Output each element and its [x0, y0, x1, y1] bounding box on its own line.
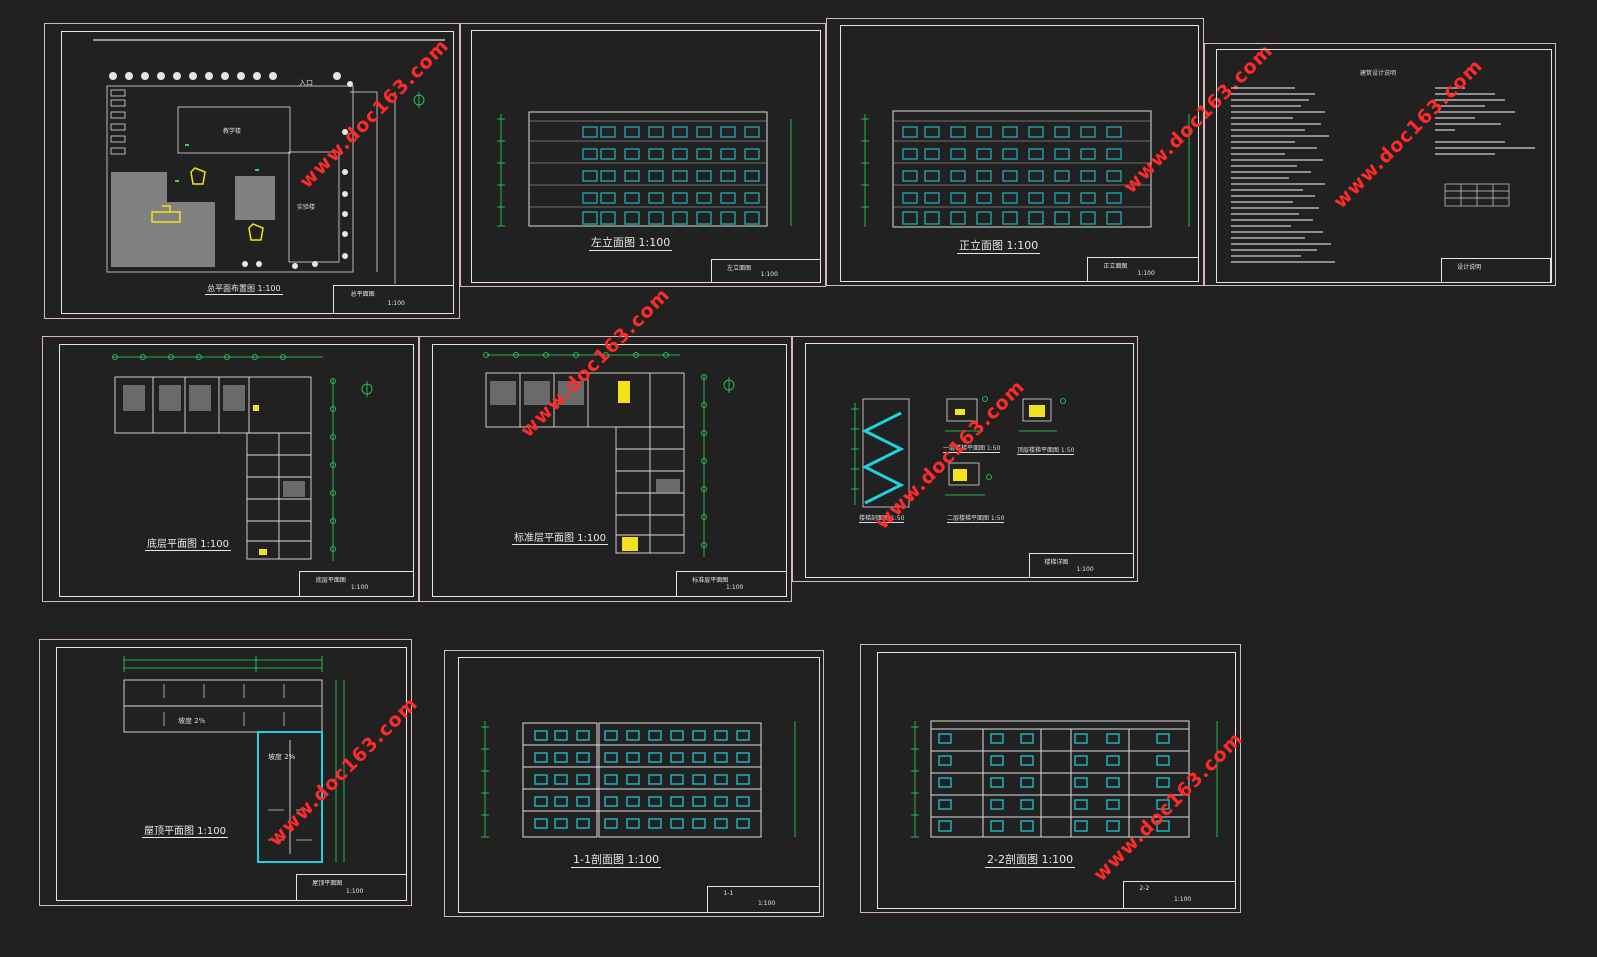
section-1-1-drawing [481, 721, 796, 838]
typical-plan-drawing [483, 352, 735, 557]
sheet-section-1-1[interactable]: 1-1剖面图 1:100 1-1 1:100 [444, 650, 824, 917]
design-notes-text-lines [1231, 87, 1535, 263]
left-elevation-drawing [497, 111, 792, 227]
stair-plan-2-caption: 二层楼梯平面图 1:50 [947, 515, 1005, 523]
title-block: 屋顶平面图 1:100 [296, 874, 407, 901]
section-1-1-title: 1-1剖面图 1:100 [571, 853, 662, 868]
title-block: 标准层平面图 1:100 [676, 571, 787, 597]
sheet-design-notes[interactable]: 建筑设计说明 设计说明 www.doc163.com [1204, 43, 1556, 286]
sheet-border [59, 344, 414, 597]
sheet-border [840, 25, 1199, 282]
typical-plan-title: 标准层平面图 1:100 [512, 529, 608, 545]
title-block-scale: 1:100 [1137, 269, 1155, 277]
title-block: 1-1 1:100 [707, 886, 820, 913]
title-block: 2-2 1:100 [1123, 881, 1236, 909]
title-block: 正立面图 1:100 [1087, 257, 1199, 282]
roof-slope-label-1: 坡度 2% [178, 717, 206, 725]
title-block-label: 2-2 [1139, 885, 1150, 893]
title-block-label: 设计说明 [1457, 263, 1482, 271]
stair-plan-top-caption: 顶层楼梯平面图 1:50 [1017, 447, 1075, 455]
title-block: 设计说明 [1441, 258, 1551, 283]
roof-slope-label-2: 坡度 2% [268, 753, 296, 761]
title-block-scale: 1:100 [346, 888, 364, 895]
sheet-stair-details[interactable]: 楼梯剖面图 1:50 一层楼梯平面图 1:50 顶层楼梯平面图 1:50 二层楼… [792, 336, 1138, 582]
sheet-typical-plan[interactable]: 标准层平面图 1:100 标准层平面图 1:100 www.doc163.com [419, 284, 792, 602]
roof-plan-title: 屋顶平面图 1:100 [142, 822, 228, 838]
sheet-border [471, 30, 821, 283]
left-elevation-title: 左立面图 1:100 [589, 236, 673, 251]
sheet-border [432, 344, 787, 597]
sheet-roof-plan[interactable]: 坡度 2% 坡度 2% 屋顶平面图 1:100 屋顶平面图 1:100 www.… [39, 639, 422, 906]
ground-plan-title: 底层平面图 1:100 [145, 535, 231, 551]
title-block: 总平面图 1:100 [333, 285, 454, 314]
title-block-label: 楼梯详图 [1044, 558, 1069, 566]
title-block-scale: 1:100 [757, 900, 776, 907]
site-entrance-label: 入口 [299, 79, 313, 87]
sheet-site-plan[interactable]: 总平面布置图 1:100 入口 教学楼 实验楼 总平面图 1:100 www.d… [44, 23, 460, 319]
title-block-scale: 1:100 [726, 584, 744, 592]
stair-section-caption: 楼梯剖面图 1:50 [859, 515, 905, 523]
section-2-2-title: 2-2剖面图 1:100 [985, 853, 1076, 868]
title-block-label: 1-1 [723, 890, 734, 897]
title-block-label: 屋顶平面图 [312, 880, 343, 887]
title-block-scale: 1:100 [387, 300, 405, 308]
title-block: 左立面图 1:100 [711, 259, 821, 283]
sheet-border [1216, 49, 1552, 283]
main-elevation-drawing [861, 110, 1190, 228]
sheet-left-elevation[interactable]: 左立面图 1:100 左立面图 1:100 [460, 23, 826, 287]
title-block-scale: 1:100 [1076, 565, 1094, 573]
title-block: 楼梯详图 1:100 [1029, 553, 1134, 578]
sheet-main-elevation[interactable]: 正立面图 1:100 正立面图 1:100 www.doc163.com [826, 18, 1277, 286]
stair-details-drawing [851, 396, 1066, 508]
title-block: 底层平面图 1:100 [299, 571, 414, 597]
title-block-scale: 1:100 [350, 584, 369, 592]
sheet-border [805, 343, 1134, 578]
site-plan-drawing [93, 39, 445, 284]
title-block-label: 标准层平面图 [692, 576, 729, 584]
sheet-border [458, 657, 820, 913]
ground-plan-drawing [112, 354, 373, 561]
title-block-label: 正立面图 [1103, 262, 1128, 270]
title-block-scale: 1:100 [1173, 895, 1192, 903]
title-block-label: 总平面图 [350, 291, 375, 299]
title-block-label: 左立面图 [727, 264, 752, 272]
site-building-a-label: 教学楼 [223, 128, 242, 135]
sheet-border [877, 652, 1236, 909]
section-2-2-drawing [911, 720, 1218, 838]
sheet-ground-plan[interactable]: 底层平面图 1:100 底层平面图 1:100 [42, 336, 419, 602]
site-building-b-label: 实验楼 [297, 204, 316, 211]
stair-plan-1-caption: 一层楼梯平面图 1:50 [943, 445, 1001, 453]
title-block-scale: 1:100 [760, 271, 778, 279]
design-notes-title: 建筑设计说明 [1360, 70, 1397, 77]
title-block-label: 底层平面图 [315, 576, 346, 584]
sheet-section-2-2[interactable]: 2-2剖面图 1:100 2-2 1:100 www.doc163.com [860, 644, 1247, 913]
roof-plan-drawing [123, 656, 345, 863]
sheet-border [61, 31, 454, 314]
main-elevation-title: 正立面图 1:100 [957, 239, 1041, 254]
site-plan-title: 总平面布置图 1:100 [205, 284, 283, 295]
sheet-border [56, 647, 407, 901]
